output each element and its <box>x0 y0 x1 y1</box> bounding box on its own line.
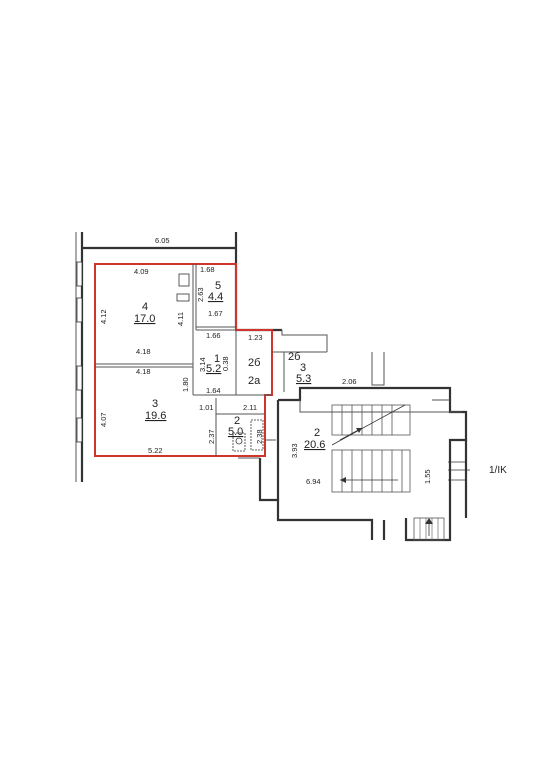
dimension-labels: 6.05 4.09 1.68 4.12 2.63 4.11 1.67 1.66 … <box>99 236 432 486</box>
dim-418b: 4.18 <box>136 367 151 376</box>
apartment-outline <box>94 263 273 457</box>
room-labels: 4 17.0 5 4.4 1 5.2 2б 2a 2б 3 5.3 3 19.6… <box>134 280 507 476</box>
dim-393: 3.93 <box>290 443 299 458</box>
entrance-label: 1/IK <box>489 465 507 476</box>
room-2-big-area: 20.6 <box>304 439 325 451</box>
dim-180: 1.80 <box>181 377 190 392</box>
dim-164: 1.64 <box>206 386 221 395</box>
room-2-number: 2 <box>234 415 240 427</box>
dim-314: 3.14 <box>198 357 207 372</box>
room-2b-number: 2б <box>248 357 260 369</box>
room-2c-number: 2б <box>288 351 300 363</box>
room-3-area: 19.6 <box>145 410 166 422</box>
dim-605: 6.05 <box>155 236 170 245</box>
dim-166: 1.66 <box>206 331 221 340</box>
room-3b-area: 5.3 <box>296 373 311 385</box>
plumbing-fixtures <box>176 273 264 452</box>
room-5-number: 5 <box>215 280 221 292</box>
dim-237: 2.37 <box>207 429 216 444</box>
dim-167: 1.67 <box>208 309 223 318</box>
dim-211: 2.11 <box>243 403 257 412</box>
room-3-number: 3 <box>152 398 158 410</box>
dim-411: 4.11 <box>176 312 185 326</box>
dim-168: 1.68 <box>200 265 215 274</box>
dim-412: 4.12 <box>99 309 108 324</box>
dim-694: 6.94 <box>306 477 321 486</box>
dim-409: 4.09 <box>134 267 149 276</box>
room-2-big-number: 2 <box>314 427 320 439</box>
dim-101: 1.01 <box>199 403 214 412</box>
room-1-number: 1 <box>214 353 220 365</box>
partitions <box>95 264 327 456</box>
room-1-area: 5.2 <box>206 363 221 375</box>
room-3b-number: 3 <box>300 362 306 374</box>
room-2a-number: 2a <box>248 375 261 387</box>
room-4-number: 4 <box>142 301 148 313</box>
dim-263: 2.63 <box>196 287 205 302</box>
room-4-area: 17.0 <box>134 313 155 325</box>
dim-407: 4.07 <box>99 412 108 427</box>
staircase <box>331 404 470 541</box>
dim-522: 5.22 <box>148 446 163 455</box>
room-5-area: 4.4 <box>208 291 223 303</box>
dim-155: 1.55 <box>423 469 432 484</box>
dim-206: 2.06 <box>342 377 357 386</box>
dim-418a: 4.18 <box>136 347 151 356</box>
dim-123: 1.23 <box>248 333 263 342</box>
room-2-area: 5.0 <box>228 426 243 438</box>
dim-238: 2.38 <box>255 429 264 444</box>
windows <box>76 261 83 443</box>
dim-038: 0.38 <box>221 356 230 371</box>
